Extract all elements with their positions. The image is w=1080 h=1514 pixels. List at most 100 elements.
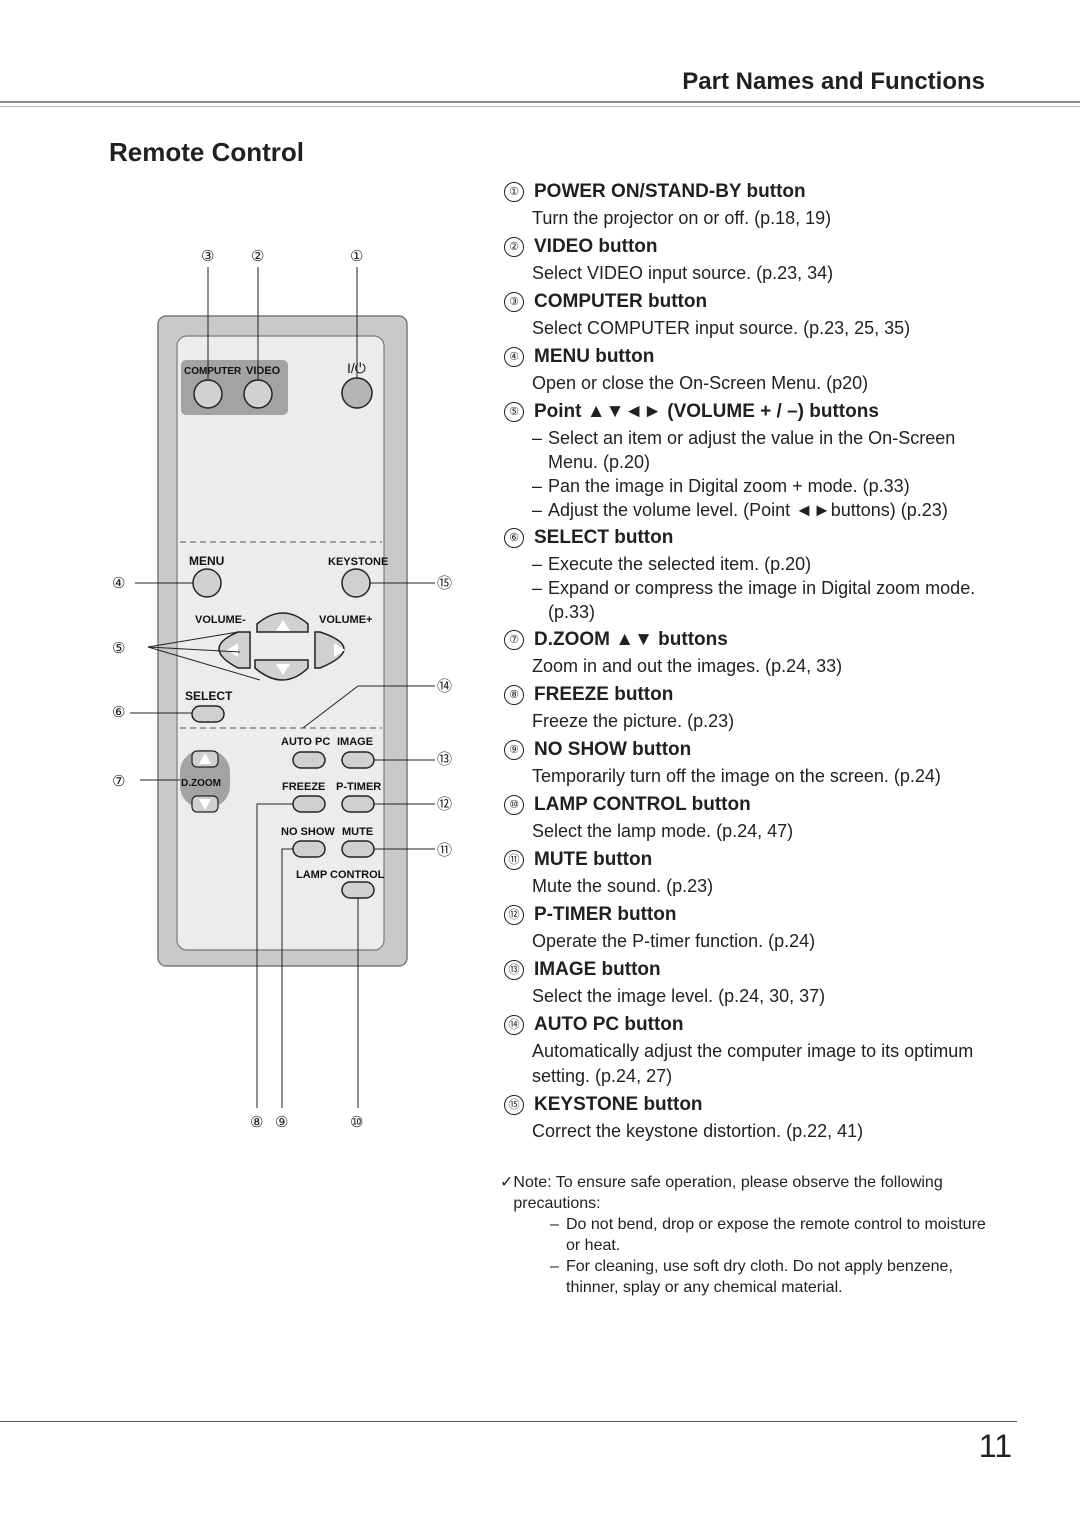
function-item: ⑤ Point ▲▼◄► (VOLUME + / –) buttons –Selec… xyxy=(504,398,1000,522)
item-title: POWER ON/STAND-BY button xyxy=(534,181,806,202)
item-number: ⑩ xyxy=(504,795,524,815)
header-rule xyxy=(0,101,1080,103)
header-rule-thin xyxy=(0,106,1080,107)
right-arrow-icon xyxy=(334,643,345,657)
menu-label: MENU xyxy=(189,554,224,568)
item-title: FREEZE button xyxy=(534,684,674,705)
noshow-label: NO SHOW xyxy=(281,826,335,838)
item-number: ④ xyxy=(504,347,524,367)
item-number: ⑦ xyxy=(504,630,524,650)
callout-10: ⑩ xyxy=(350,1114,363,1131)
lamp-control-label: LAMP CONTROL xyxy=(296,869,385,881)
item-description: Freeze the picture. (p.23) xyxy=(532,711,735,731)
callout-1: ① xyxy=(350,248,363,265)
right-button xyxy=(314,631,345,669)
page-title: Remote Control xyxy=(109,137,304,167)
item-sub-description: –Expand or compress the image in Digital… xyxy=(532,578,976,622)
item-title: D.ZOOM ▲▼ buttons xyxy=(534,629,728,650)
item-number: ⑬ xyxy=(504,960,524,980)
safety-note: ✓ Note: To ensure safe operation, please… xyxy=(500,1172,1000,1298)
video-label: VIDEO xyxy=(246,365,281,377)
item-number: ⑪ xyxy=(504,850,524,870)
item-title: NO SHOW button xyxy=(534,739,692,760)
item-title: KEYSTONE button xyxy=(534,1094,703,1115)
page-number: 11 xyxy=(978,1428,1012,1464)
volume-plus-label: VOLUME+ xyxy=(319,614,372,626)
video-button xyxy=(243,379,273,409)
function-item-heading: ⑪ MUTE button xyxy=(504,846,1000,874)
ptimer-label: P-TIMER xyxy=(336,781,381,793)
item-sub-description: –Pan the image in Digital zoom + mode. (… xyxy=(532,476,910,496)
item-description: Turn the projector on or off. (p.18, 19) xyxy=(532,208,832,228)
ptimer-button xyxy=(341,795,375,813)
item-title: MUTE button xyxy=(534,849,653,870)
item-title: COMPUTER button xyxy=(534,291,708,312)
item-sub-description: –Select an item or adjust the value in t… xyxy=(532,428,956,472)
item-number: ⑧ xyxy=(504,685,524,705)
item-number: ⑥ xyxy=(504,528,524,548)
keystone-label: KEYSTONE xyxy=(328,556,388,568)
power-label: I/⏻ xyxy=(347,360,366,376)
item-description: Automatically adjust the computer image … xyxy=(532,1041,974,1086)
function-item-heading: ⑮ KEYSTONE button xyxy=(504,1091,1000,1119)
note-item: –For cleaning, use soft dry cloth. Do no… xyxy=(550,1258,953,1296)
lamp-control-button xyxy=(341,881,375,899)
item-title: VIDEO button xyxy=(534,236,658,257)
select-button xyxy=(191,705,225,723)
item-title: MENU button xyxy=(534,346,655,367)
volume-minus-label: VOLUME- xyxy=(195,614,246,626)
item-sub-description: –Adjust the volume level. (Point ◄►butto… xyxy=(532,500,948,520)
auto-pc-button xyxy=(292,751,326,769)
remote-control-illustration: COMPUTER VIDEO I/⏻ MENU KEYSTONE VOLUME-… xyxy=(112,248,452,1131)
section-header: Part Names and Functions xyxy=(682,68,985,95)
item-number: ⑮ xyxy=(504,1095,524,1115)
item-number: ⑫ xyxy=(504,905,524,925)
function-item-heading: ⑦ D.ZOOM ▲▼ buttons xyxy=(504,626,1000,654)
item-description: Mute the sound. (p.23) xyxy=(532,876,714,896)
left-arrow-icon xyxy=(227,643,238,657)
mute-button xyxy=(341,840,375,858)
power-button xyxy=(341,377,373,409)
item-description: Open or close the On-Screen Menu. (p20) xyxy=(532,373,869,393)
callout-3: ③ xyxy=(201,248,214,265)
note-intro: Note: To ensure safe operation, please o… xyxy=(513,1174,943,1212)
down-arrow-icon xyxy=(276,664,290,675)
callout-12: ⑫ xyxy=(437,796,452,813)
mute-label: MUTE xyxy=(342,826,373,838)
item-title: Point ▲▼◄► (VOLUME + / –) buttons xyxy=(534,401,879,422)
item-description: Select the image level. (p.24, 30, 37) xyxy=(532,986,826,1006)
callout-7: ⑦ xyxy=(112,773,125,790)
callout-15: ⑮ xyxy=(437,575,452,592)
freeze-label: FREEZE xyxy=(282,781,325,793)
item-number: ⑤ xyxy=(504,402,524,422)
callout-13: ⑬ xyxy=(437,751,452,768)
dzoom-label: D.ZOOM xyxy=(181,778,221,789)
dzoom-up-icon xyxy=(199,753,211,764)
keystone-button xyxy=(341,568,371,598)
select-label: SELECT xyxy=(185,689,233,703)
function-item-heading: ⑧ FREEZE button xyxy=(504,681,1000,709)
noshow-button xyxy=(292,840,326,858)
menu-button xyxy=(192,568,222,598)
dzoom-down-icon xyxy=(199,799,211,810)
footer-rule xyxy=(0,1421,1017,1422)
